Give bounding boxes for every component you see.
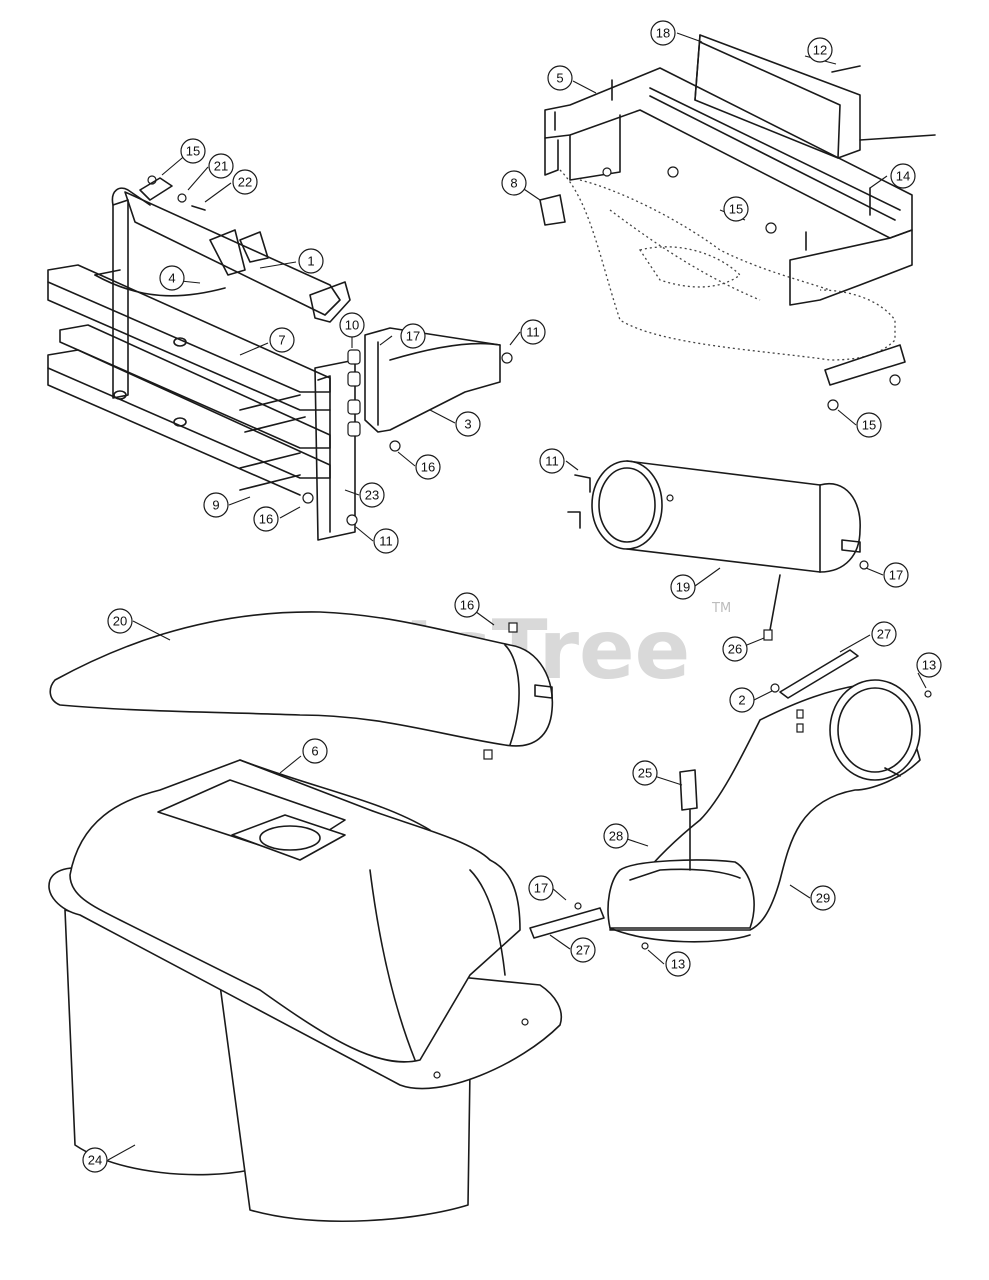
svg-text:24: 24 — [88, 1153, 102, 1168]
svg-text:8: 8 — [510, 176, 517, 191]
svg-text:2: 2 — [738, 693, 745, 708]
callout-15-a: 15 — [180, 138, 206, 164]
callout-11-a: 11 — [520, 319, 546, 345]
watermark-trademark: TM — [711, 601, 731, 616]
svg-text:17: 17 — [534, 881, 548, 896]
callout-15-b: 15 — [723, 196, 749, 222]
svg-text:26: 26 — [728, 642, 742, 657]
callout-1: 1 — [298, 248, 324, 274]
svg-text:21: 21 — [214, 159, 228, 174]
chute-29 — [529, 649, 932, 950]
svg-text:19: 19 — [676, 580, 690, 595]
svg-text:29: 29 — [816, 891, 830, 906]
svg-text:20: 20 — [113, 614, 127, 629]
svg-text:10: 10 — [345, 318, 359, 333]
svg-text:14: 14 — [896, 169, 910, 184]
callout-18: 18 — [650, 20, 676, 46]
svg-text:25: 25 — [638, 766, 652, 781]
callout-16-b: 16 — [253, 506, 279, 532]
callout-24: 24 — [82, 1147, 108, 1173]
callout-21: 21 — [208, 153, 234, 179]
callout-16-a: 16 — [415, 454, 441, 480]
callout-10: 10 — [339, 312, 365, 338]
frame-assembly — [47, 175, 513, 541]
svg-text:17: 17 — [889, 568, 903, 583]
callout-25: 25 — [632, 760, 658, 786]
svg-text:11: 11 — [379, 534, 393, 549]
callout-4: 4 — [159, 265, 185, 291]
svg-text:15: 15 — [862, 418, 876, 433]
callout-20: 20 — [107, 608, 133, 634]
callout-27-a: 27 — [871, 621, 897, 647]
chute-20 — [49, 611, 554, 760]
svg-text:17: 17 — [406, 329, 420, 344]
svg-text:15: 15 — [729, 202, 743, 217]
callout-27-b: 27 — [570, 937, 596, 963]
callout-28: 28 — [603, 823, 629, 849]
callout-16-c: 16 — [454, 592, 480, 618]
callout-8: 8 — [501, 170, 527, 196]
svg-text:13: 13 — [922, 658, 936, 673]
callout-17-b: 17 — [883, 562, 909, 588]
callout-7: 7 — [269, 327, 295, 353]
callout-6: 6 — [302, 738, 328, 764]
svg-text:16: 16 — [460, 598, 474, 613]
callout-13-a: 13 — [916, 652, 942, 678]
svg-text:9: 9 — [212, 498, 219, 513]
callout-15-c: 15 — [856, 412, 882, 438]
callout-23: 23 — [359, 482, 385, 508]
svg-text:15: 15 — [186, 144, 200, 159]
svg-text:27: 27 — [877, 627, 891, 642]
svg-text:18: 18 — [656, 26, 670, 41]
svg-text:6: 6 — [311, 744, 318, 759]
callout-14: 14 — [890, 163, 916, 189]
callout-22: 22 — [232, 169, 258, 195]
svg-text:12: 12 — [813, 43, 827, 58]
svg-text:11: 11 — [526, 325, 540, 340]
svg-text:11: 11 — [545, 454, 559, 469]
svg-text:16: 16 — [421, 460, 435, 475]
leader-lines — [107, 32, 927, 1161]
callout-19: 19 — [670, 574, 696, 600]
hopper-assembly — [48, 759, 562, 1222]
callout-17-a: 17 — [400, 323, 426, 349]
svg-text:28: 28 — [609, 829, 623, 844]
callout-11-c: 11 — [373, 528, 399, 554]
callout-9: 9 — [203, 492, 229, 518]
callout-5: 5 — [547, 65, 573, 91]
callout-13-b: 13 — [665, 951, 691, 977]
svg-text:27: 27 — [576, 943, 590, 958]
callout-26: 26 — [722, 636, 748, 662]
svg-text:3: 3 — [464, 417, 471, 432]
svg-text:13: 13 — [671, 957, 685, 972]
svg-text:16: 16 — [259, 512, 273, 527]
callout-29: 29 — [810, 885, 836, 911]
svg-text:5: 5 — [556, 71, 563, 86]
tube-19 — [567, 460, 869, 641]
callout-17-c: 17 — [528, 875, 554, 901]
callout-2: 2 — [729, 687, 755, 713]
callout-12: 12 — [807, 37, 833, 63]
svg-text:4: 4 — [168, 271, 175, 286]
callout-3: 3 — [455, 411, 481, 437]
callout-11-b: 11 — [539, 448, 565, 474]
mounting-frame — [539, 34, 936, 411]
svg-text:1: 1 — [307, 254, 314, 269]
svg-text:22: 22 — [238, 175, 252, 190]
svg-text:7: 7 — [278, 333, 285, 348]
svg-text:23: 23 — [365, 488, 379, 503]
